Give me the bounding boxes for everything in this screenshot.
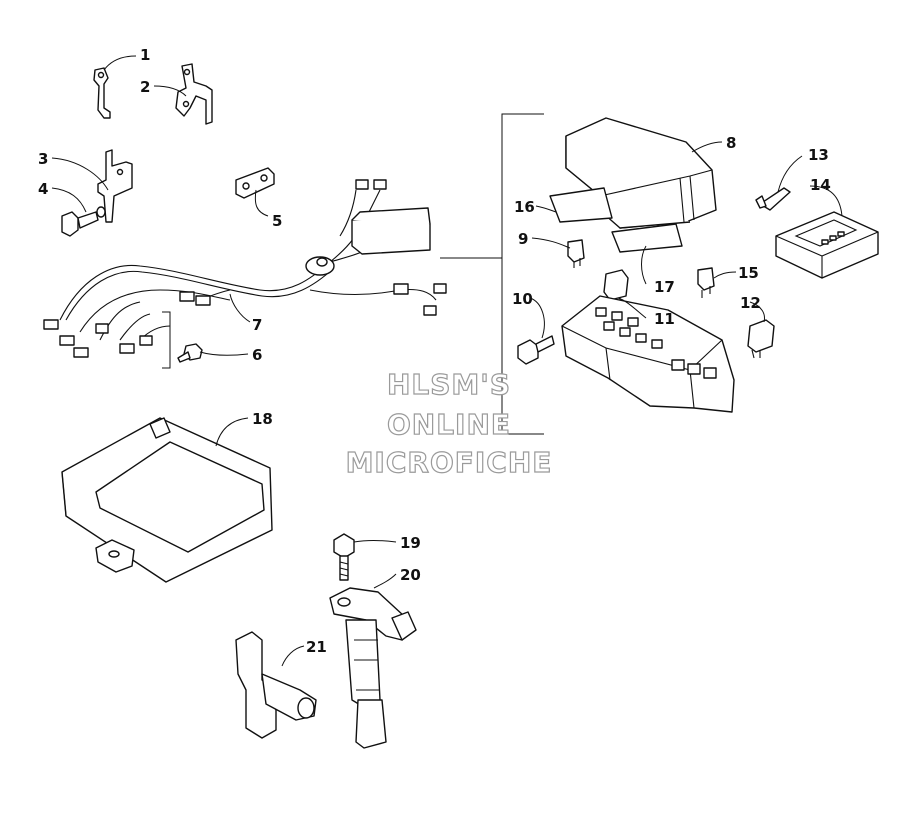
callout-15: 15 bbox=[738, 264, 759, 282]
watermark-line-2: ONLINE bbox=[387, 408, 511, 441]
callout-18: 18 bbox=[252, 410, 273, 428]
leader-lines bbox=[51, 55, 843, 667]
callout-12: 12 bbox=[740, 294, 761, 312]
part-14-fuse-kit-icon[interactable] bbox=[775, 211, 879, 279]
callout-13: 13 bbox=[808, 146, 829, 164]
part-2-bracket-icon[interactable] bbox=[175, 63, 213, 125]
watermark-line-3: MICROFICHE bbox=[346, 446, 553, 479]
callout-19: 19 bbox=[400, 534, 421, 552]
callout-20: 20 bbox=[400, 566, 421, 584]
callout-2: 2 bbox=[140, 78, 150, 96]
callout-9: 9 bbox=[518, 230, 528, 248]
part-19-bolt-icon[interactable] bbox=[333, 533, 355, 581]
part-20-ignition-coil-icon[interactable] bbox=[329, 587, 417, 749]
callout-7: 7 bbox=[252, 316, 262, 334]
fuse-box-body[interactable] bbox=[561, 295, 735, 413]
part-10-bolt-icon[interactable] bbox=[517, 335, 555, 365]
part-18-ecu-module-icon[interactable] bbox=[61, 417, 273, 583]
part-4-bolt-icon[interactable] bbox=[61, 206, 106, 237]
callout-14: 14 bbox=[810, 176, 831, 194]
group-bracket-line bbox=[162, 311, 171, 369]
callout-5: 5 bbox=[272, 212, 282, 230]
callout-11: 11 bbox=[654, 310, 675, 328]
part-5-clamp-icon[interactable] bbox=[235, 167, 275, 199]
part-7-wiring-harness-icon[interactable] bbox=[43, 179, 447, 358]
callout-16: 16 bbox=[514, 198, 535, 216]
callout-21: 21 bbox=[306, 638, 327, 656]
callout-3: 3 bbox=[38, 150, 48, 168]
callout-6: 6 bbox=[252, 346, 262, 364]
watermark: HLSM'S ONLINE MICROFICHE bbox=[345, 367, 553, 479]
part-21-sensor-icon[interactable] bbox=[235, 631, 317, 739]
callout-1: 1 bbox=[140, 46, 150, 64]
part-16-label-icon[interactable] bbox=[549, 187, 613, 223]
part-3-bracket-icon[interactable] bbox=[97, 149, 133, 223]
part-12-relay-icon[interactable] bbox=[747, 319, 775, 359]
part-6-bolt-icon[interactable] bbox=[177, 343, 203, 363]
part-17-label-icon[interactable] bbox=[611, 223, 683, 253]
watermark-line-1: HLSM'S bbox=[387, 368, 511, 401]
part-1-bracket-icon[interactable] bbox=[93, 67, 111, 119]
part-9-fuse-icon[interactable] bbox=[567, 239, 585, 268]
callout-labels: 1 2 3 4 5 6 7 8 9 10 11 12 13 14 15 16 1… bbox=[38, 46, 831, 656]
assembly-bracket-line bbox=[440, 113, 544, 435]
part-13-fuse-puller-icon[interactable] bbox=[755, 187, 791, 211]
callout-4: 4 bbox=[38, 180, 48, 198]
callout-8: 8 bbox=[726, 134, 736, 152]
callout-17: 17 bbox=[654, 278, 675, 296]
callout-10: 10 bbox=[512, 290, 533, 308]
part-15-fuse-icon[interactable] bbox=[697, 267, 715, 298]
